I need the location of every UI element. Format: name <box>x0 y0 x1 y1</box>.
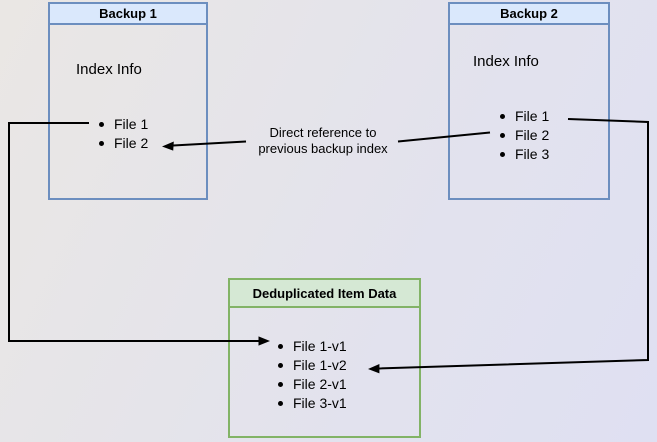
backup1-file-item: File 1 <box>98 116 149 132</box>
annotation-line2: previous backup index <box>258 140 388 156</box>
backup2-box: Backup 2 <box>448 2 610 200</box>
dedup-file-item: File 1-v1 <box>278 338 347 354</box>
backup2-title: Backup 2 <box>500 6 558 21</box>
dedup-file-item: File 2-v1 <box>278 376 347 392</box>
backup1-index-info-label: Index Info <box>76 61 142 78</box>
dedup-title: Deduplicated Item Data <box>252 285 397 301</box>
backup2-file-item: File 3 <box>499 146 550 162</box>
backup2-file-item: File 1 <box>499 108 550 124</box>
dedup-file-item: File 1-v2 <box>278 357 347 373</box>
direct-reference-annotation: Direct reference to previous backup inde… <box>242 125 404 156</box>
dedup-file-list: File 1-v1 File 1-v2 File 2-v1 File 3-v1 <box>278 337 347 413</box>
annotation-line1: Direct reference to <box>269 125 377 140</box>
backup2-header: Backup 2 <box>450 4 608 25</box>
dedup-file-item: File 3-v1 <box>278 395 347 411</box>
dedup-header: Deduplicated Item Data <box>230 280 419 308</box>
backup1-header: Backup 1 <box>50 4 206 25</box>
backup1-box: Backup 1 <box>48 2 208 200</box>
backup2-file-item: File 2 <box>499 127 550 143</box>
backup1-title: Backup 1 <box>99 6 157 21</box>
backup2-file-list: File 1 File 2 File 3 <box>499 107 550 164</box>
backup1-file-list: File 1 File 2 <box>98 115 149 153</box>
backup1-file-item: File 2 <box>98 135 149 151</box>
backup2-index-info-label: Index Info <box>473 53 539 70</box>
